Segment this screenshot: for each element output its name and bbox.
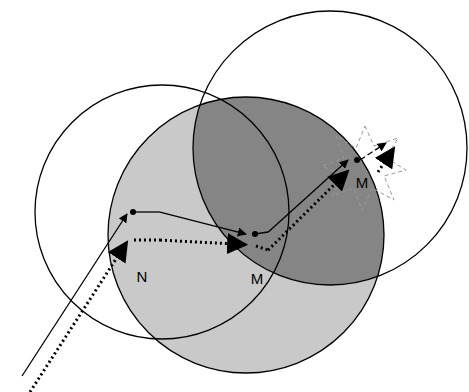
node-label: N [135, 268, 150, 286]
path-arrow [160, 240, 246, 245]
path-stub [134, 239, 160, 242]
incoming-arrow [30, 242, 127, 392]
range-circle [35, 85, 289, 339]
node-point: M [348, 150, 376, 192]
path-arrow [160, 212, 246, 234]
node-dot [354, 157, 360, 163]
overlap-region [193, 11, 467, 285]
path-arrow [268, 160, 348, 232]
path-arrow [268, 171, 348, 250]
node-point: M [246, 226, 268, 288]
explosion-burst [322, 126, 406, 210]
node-label: M [249, 270, 266, 288]
outgoing-arrow [360, 143, 386, 160]
node-dot [252, 231, 258, 237]
range-circle [193, 11, 467, 285]
node-dot [130, 209, 136, 215]
range-circle [108, 97, 384, 373]
incoming-arrow [22, 214, 127, 376]
node-point: N [124, 204, 160, 286]
path-stub [256, 246, 268, 250]
node-label: M [354, 174, 371, 192]
outgoing-arrow [378, 148, 394, 172]
path-stub [133, 211, 160, 212]
